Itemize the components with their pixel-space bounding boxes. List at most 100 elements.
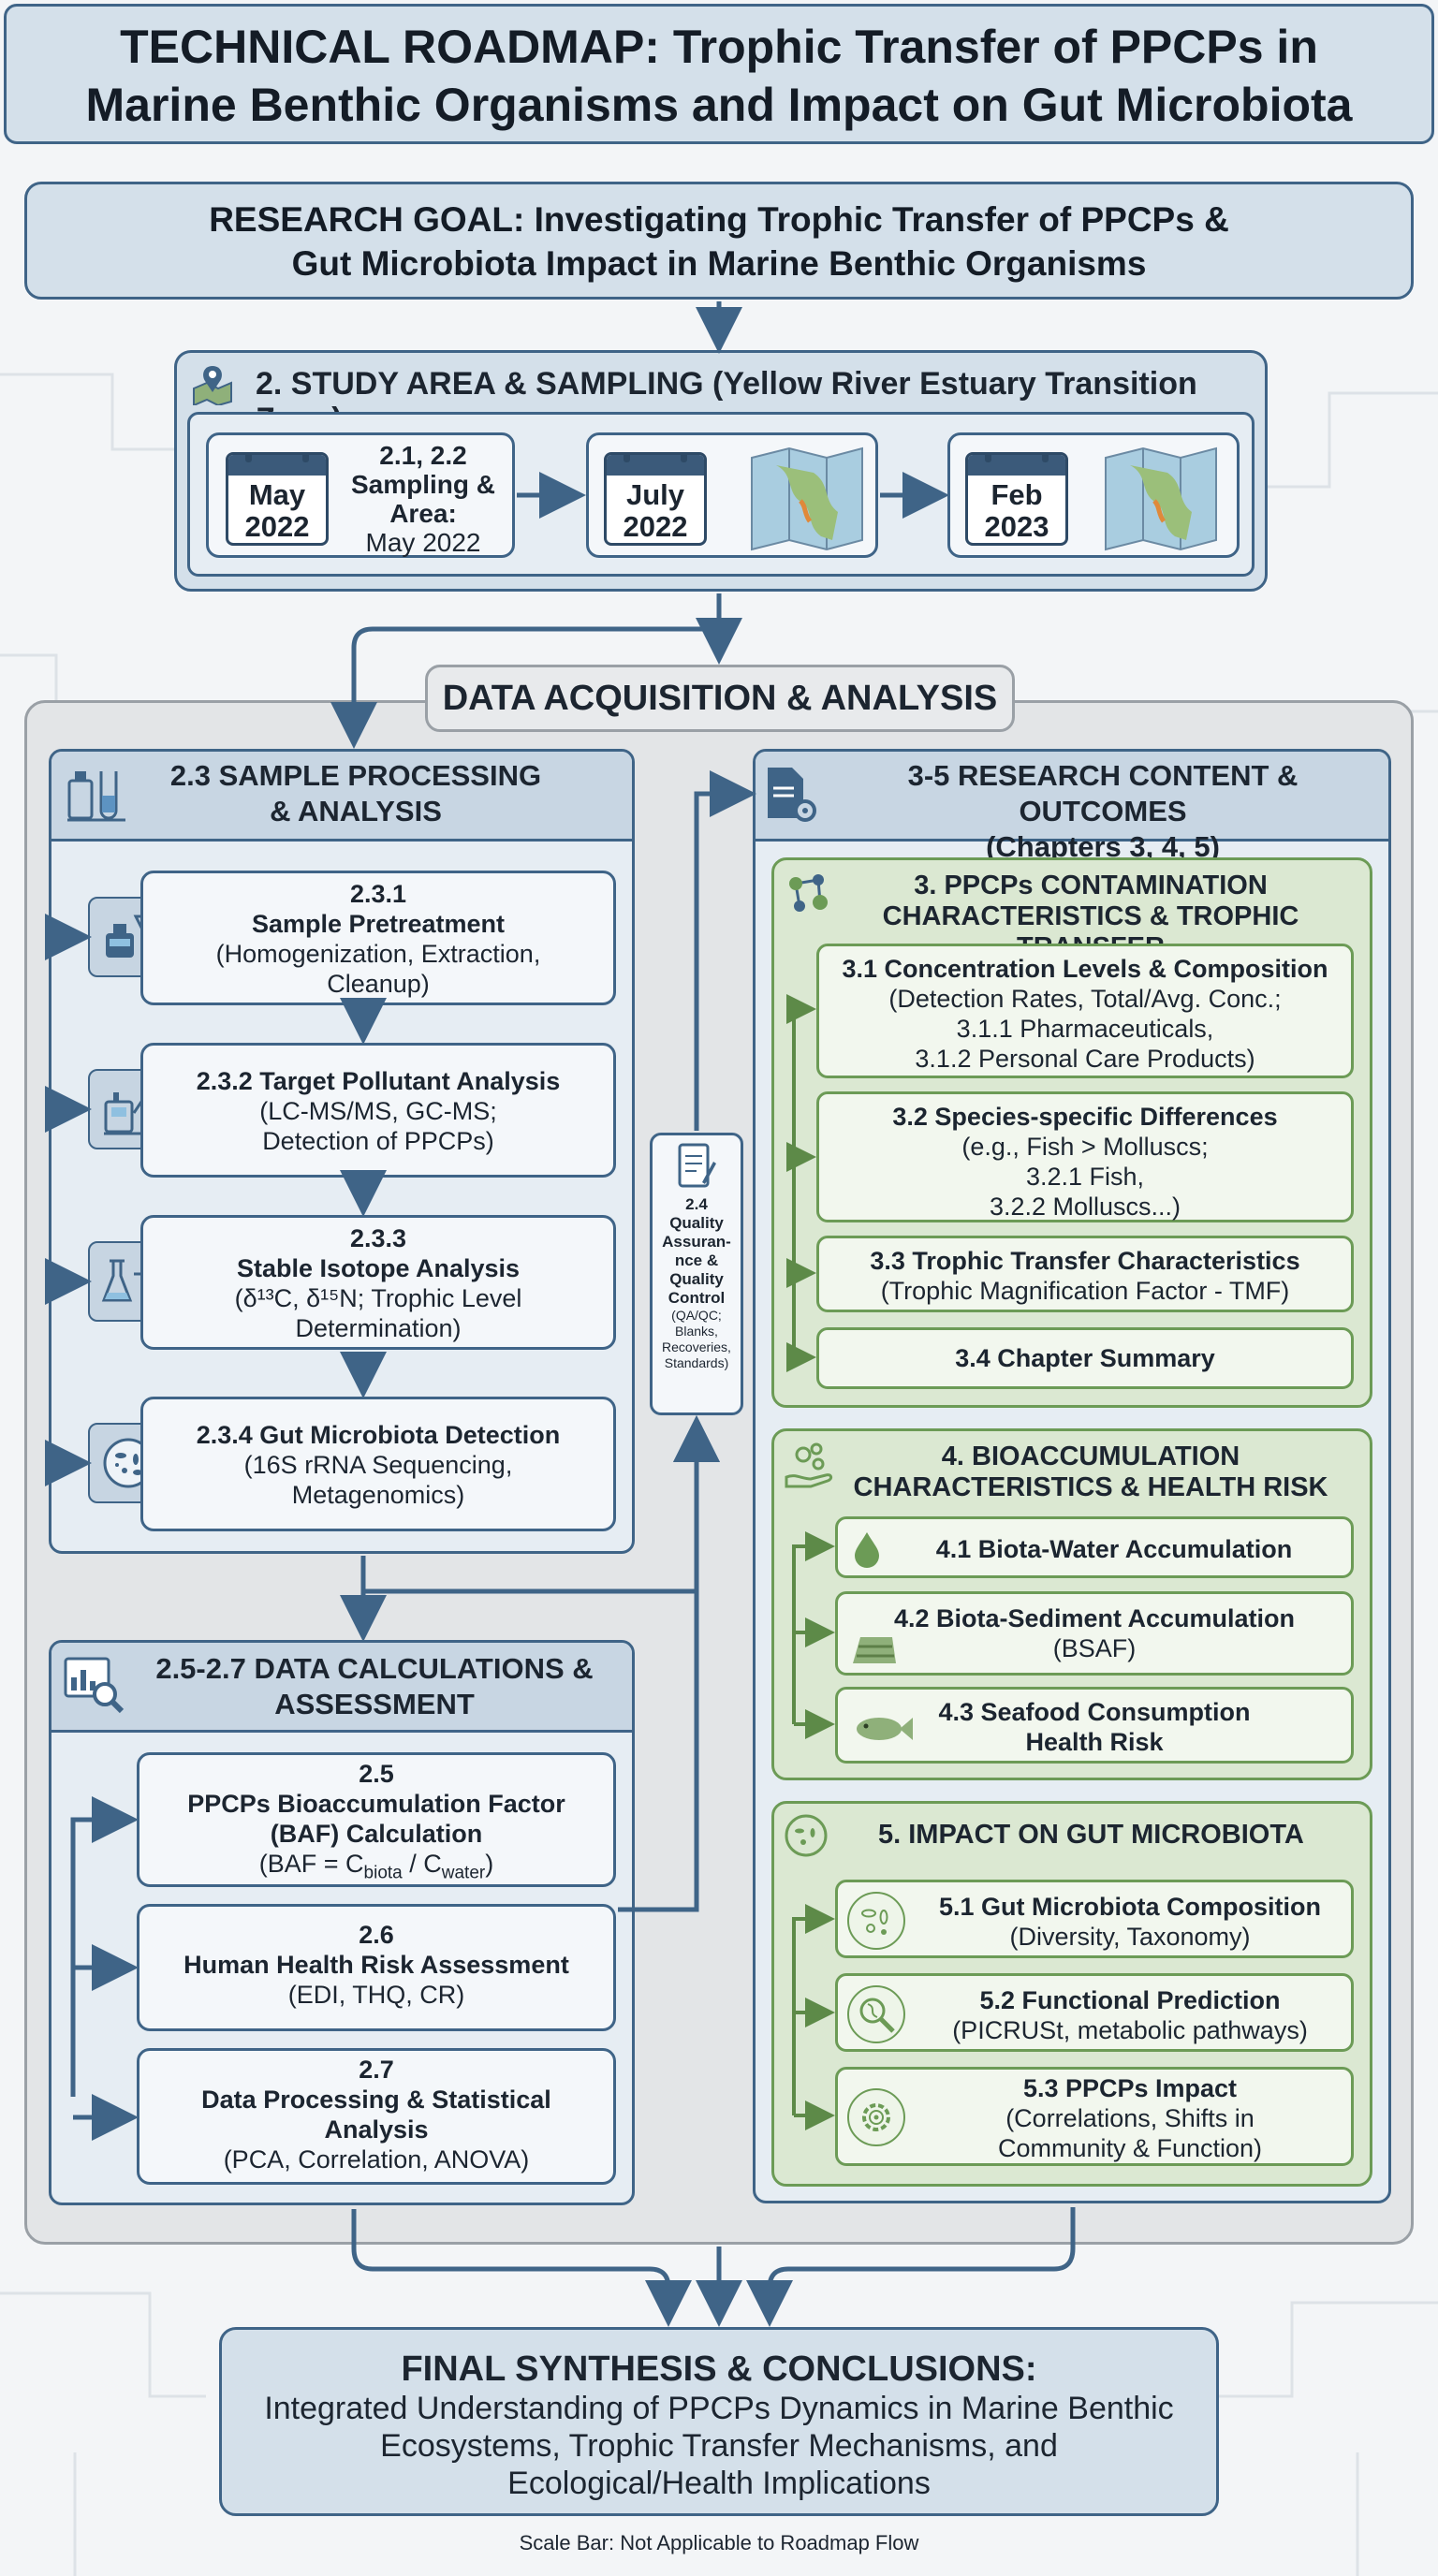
item-4-1-title: 4.1 Biota-Water Accumulation — [935, 1535, 1293, 1563]
final-synthesis-line-2: Ecosystems, Trophic Transfer Mechanisms,… — [380, 2428, 1058, 2464]
item-2-3-3-number: 2.3.3 — [349, 1224, 407, 1252]
bacteria-icon — [847, 1892, 905, 1950]
hand-microbe-icon — [783, 1440, 837, 1495]
qa-line-7: (QA/QC; — [671, 1308, 722, 1323]
title-line-2: Marine Benthic Organisms and Impact on G… — [85, 79, 1353, 131]
session-1-month: May — [248, 478, 306, 511]
item-5-3-text: 5.3 PPCPs Impact (Correlations, Shifts i… — [913, 2073, 1347, 2163]
water-drop-icon — [853, 1530, 881, 1573]
item-4-3-seafood-health-risk: 4.3 Seafood Consumption Health Risk — [835, 1687, 1354, 1764]
data-calculations-heading-line-1: 2.5-2.7 DATA CALCULATIONS & — [155, 1652, 594, 1685]
session-2-year: 2022 — [623, 510, 688, 543]
research-goal-box: RESEARCH GOAL: Investigating Trophic Tra… — [24, 182, 1414, 300]
item-5-1-desc: (Diversity, Taxonomy) — [1009, 1923, 1251, 1951]
qa-line-1: 2.4 — [685, 1195, 708, 1213]
item-2-3-1-desc-1: (Homogenization, Extraction, — [215, 940, 541, 968]
item-3-3-desc: (Trophic Magnification Factor - TMF) — [880, 1277, 1290, 1305]
baf-formula-suffix: ) — [485, 1850, 494, 1878]
calendar-icon: Feb 2023 — [965, 452, 1068, 546]
goal-line-2: Gut Microbiota Impact in Marine Benthic … — [291, 244, 1147, 283]
item-2-3-3-title: Stable Isotope Analysis — [236, 1254, 521, 1282]
final-synthesis-box: FINAL SYNTHESIS & CONCLUSIONS: Integrate… — [219, 2327, 1219, 2516]
session-1-label: 2.1, 2.2 Sampling & Area: May 2022 — [334, 441, 512, 557]
final-synthesis-line-3: Ecological/Health Implications — [507, 2466, 931, 2501]
chapter-5-heading: 5. IMPACT ON GUT MICROBIOTA — [878, 1820, 1304, 1850]
item-5-2-title: 5.2 Functional Prediction — [979, 1986, 1281, 2014]
item-3-3-trophic-transfer: 3.3 Trophic Transfer Characteristics (Tr… — [816, 1236, 1354, 1312]
fish-icon — [853, 1710, 915, 1752]
document-gear-icon — [762, 764, 820, 830]
data-calculations-header — [51, 1643, 632, 1733]
sample-processing-heading-line-1: 2.3 SAMPLE PROCESSING — [169, 759, 542, 792]
item-5-1-title: 5.1 Gut Microbiota Composition — [938, 1893, 1321, 1921]
item-5-2-text: 5.2 Functional Prediction (PICRUSt, meta… — [913, 1985, 1347, 2045]
chapter-4-heading-line-2: CHARACTERISTICS & HEALTH RISK — [853, 1472, 1328, 1502]
checklist-pen-icon — [653, 1141, 741, 1195]
item-2-3-1-sample-pretreatment: 2.3.1 Sample Pretreatment (Homogenizatio… — [140, 871, 616, 1005]
map-icon — [748, 446, 866, 556]
qa-line-3: Assuran- — [662, 1233, 731, 1251]
lab-equipment-icon — [64, 762, 129, 832]
session-1-label-line-1: 2.1, 2.2 — [379, 441, 467, 470]
data-calculations-heading-line-2: ASSESSMENT — [274, 1688, 475, 1720]
qa-line-5: Quality — [669, 1270, 724, 1288]
item-4-2-title: 4.2 Biota-Sediment Accumulation — [893, 1604, 1296, 1632]
sampling-session-2: July 2022 — [586, 432, 878, 558]
data-acquisition-heading-box: DATA ACQUISITION & ANALYSIS — [425, 665, 1015, 732]
title-banner: TECHNICAL ROADMAP: Trophic Transfer of P… — [4, 4, 1434, 144]
item-2-6-number: 2.6 — [359, 1921, 394, 1949]
research-content-heading: 3-5 RESEARCH CONTENT & OUTCOMES (Chapter… — [822, 758, 1384, 865]
item-2-5-baf-calculation: 2.5 PPCPs Bioaccumulation Factor (BAF) C… — [137, 1752, 616, 1887]
item-2-7-title-2: Analysis — [324, 2115, 429, 2144]
item-2-5-title-2: (BAF) Calculation — [270, 1820, 483, 1848]
chart-magnifier-icon — [62, 1653, 127, 1723]
item-3-2-desc-2: 3.2.1 Fish, — [1025, 1163, 1145, 1191]
research-content-heading-line-1: 3-5 RESEARCH CONTENT & OUTCOMES — [907, 759, 1299, 827]
final-synthesis-heading: FINAL SYNTHESIS & CONCLUSIONS: — [401, 2349, 1037, 2389]
session-3-year: 2023 — [984, 510, 1049, 543]
session-2-month: July — [625, 478, 685, 511]
item-2-3-3-stable-isotope-analysis: 2.3.3 Stable Isotope Analysis (δ¹³C, δ¹⁵… — [140, 1215, 616, 1350]
session-1-year: 2022 — [244, 510, 310, 543]
item-2-7-title-1: Data Processing & Statistical — [201, 2086, 551, 2114]
microbiota-petri-icon — [88, 1423, 169, 1503]
qa-line-8: Blanks, — [675, 1324, 718, 1339]
sampling-session-3: Feb 2023 — [947, 432, 1240, 558]
study-area-heading: 2. STUDY AREA & SAMPLING (Yellow River E… — [256, 366, 1197, 437]
session-3-month: Feb — [990, 478, 1043, 511]
item-3-1-title: 3.1 Concentration Levels & Composition — [842, 955, 1328, 983]
data-acquisition-heading: DATA ACQUISITION & ANALYSIS — [442, 679, 998, 718]
calendar-icon: May 2022 — [226, 452, 329, 546]
item-4-2-desc: (BSAF) — [1052, 1634, 1137, 1662]
item-2-3-2-target-pollutant-analysis: 2.3.2 Target Pollutant Analysis (LC-MS/M… — [140, 1043, 616, 1178]
item-2-3-1-desc-2: Cleanup) — [327, 970, 430, 998]
calendar-icon: July 2022 — [604, 452, 707, 546]
item-4-1-biota-water: 4.1 Biota-Water Accumulation — [835, 1516, 1354, 1578]
baf-formula-middle: / C — [402, 1850, 442, 1878]
sample-processing-header — [51, 752, 632, 842]
item-5-2-desc: (PICRUSt, metabolic pathways) — [952, 2016, 1308, 2044]
item-3-1-concentration-levels: 3.1 Concentration Levels & Composition (… — [816, 944, 1354, 1078]
item-5-1-text: 5.1 Gut Microbiota Composition (Diversit… — [913, 1892, 1347, 1952]
item-2-5-number: 2.5 — [359, 1760, 394, 1788]
item-4-3-title-2: Health Risk — [1025, 1728, 1164, 1756]
item-2-3-3-desc-1: (δ¹³C, δ¹⁵N; Trophic Level — [234, 1284, 522, 1312]
qa-qc-box: 2.4 Quality Assuran- nce & Quality Contr… — [650, 1133, 743, 1415]
item-2-7-desc: (PCA, Correlation, ANOVA) — [223, 2145, 530, 2174]
item-2-7-statistical-analysis: 2.7 Data Processing & Statistical Analys… — [137, 2048, 616, 2185]
chapter-4-heading: 4. BIOACCUMULATION CHARACTERISTICS & HEA… — [814, 1442, 1367, 1503]
sample-processing-heading: 2.3 SAMPLE PROCESSING & ANALYSIS — [140, 758, 571, 829]
item-5-3-ppcps-impact: 5.3 PPCPs Impact (Correlations, Shifts i… — [835, 2067, 1354, 2166]
item-2-3-2-desc-1: (LC-MS/MS, GC-MS; — [259, 1097, 497, 1125]
gear-microbe-icon — [847, 2088, 905, 2146]
data-calculations-heading: 2.5-2.7 DATA CALCULATIONS & ASSESSMENT — [131, 1651, 618, 1722]
session-1-label-line-3: Area: — [389, 499, 457, 528]
item-2-3-4-desc-1: (16S rRNA Sequencing, — [243, 1451, 513, 1479]
magnifier-dna-icon — [847, 1985, 905, 2043]
qa-line-10: Standards) — [664, 1355, 729, 1370]
qa-line-6: Control — [668, 1289, 726, 1307]
item-5-3-title: 5.3 PPCPs Impact — [1022, 2074, 1238, 2102]
qa-line-2: Quality — [669, 1214, 724, 1232]
research-content-header — [756, 752, 1388, 842]
